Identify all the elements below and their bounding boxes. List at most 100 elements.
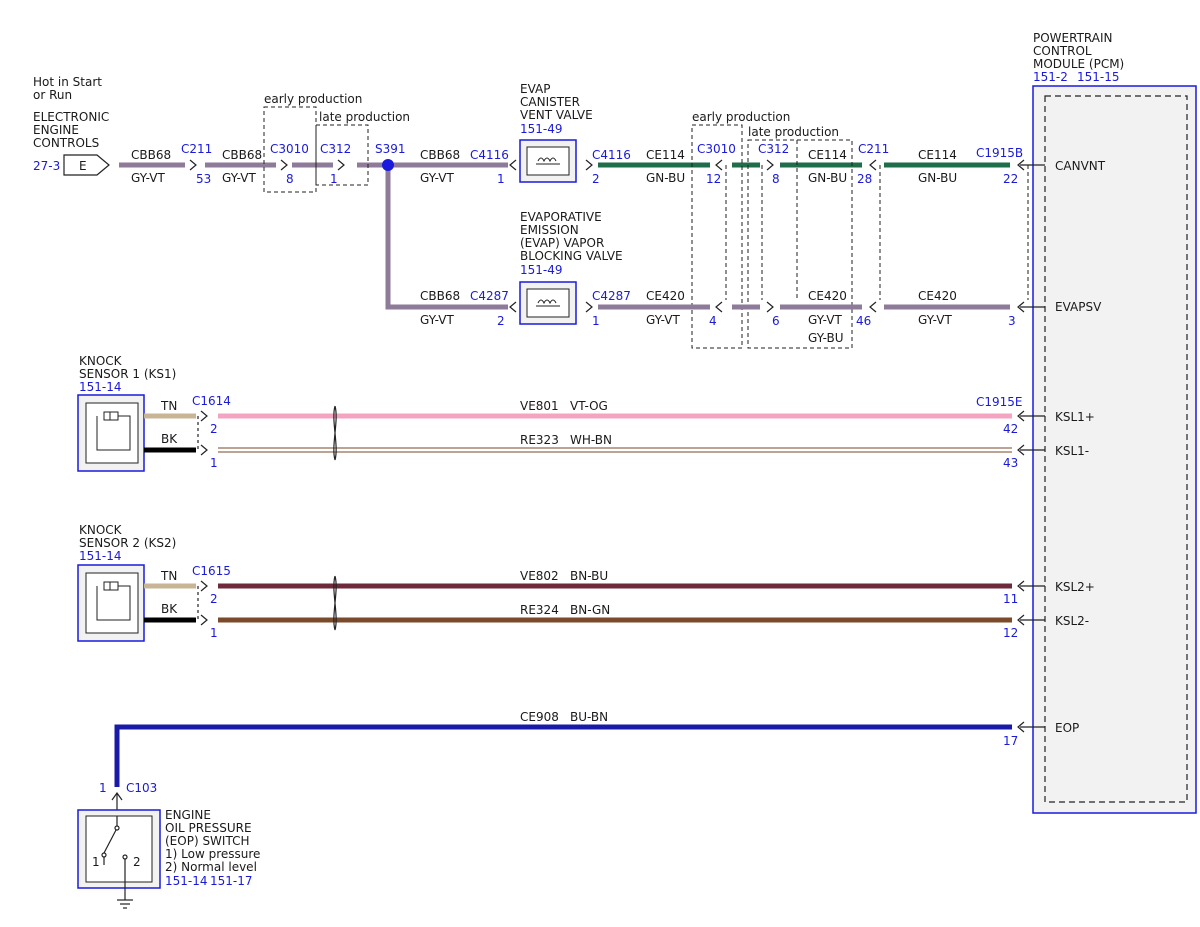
arrow-c211a: [189, 159, 197, 171]
arrow-c211-row2: [869, 301, 877, 313]
pcm-ref-1[interactable]: 151-2: [1033, 70, 1068, 84]
late-production-box-2: [747, 139, 853, 349]
connector-c1615[interactable]: C1615: [192, 564, 231, 578]
ks2-ref[interactable]: 151-14: [79, 549, 122, 563]
vent-valve-line2: CANISTER: [520, 95, 580, 109]
connector-c1614[interactable]: C1614: [192, 394, 231, 408]
pin-pcm-17: 17: [1003, 734, 1018, 748]
pin-c4116a: 1: [497, 172, 505, 186]
connector-c4116a[interactable]: C4116: [470, 148, 509, 162]
pcm-pin-evapsv: EVAPSV: [1055, 300, 1102, 314]
eop-line1: ENGINE: [165, 808, 211, 822]
blocking-valve-ref[interactable]: 151-49: [520, 263, 563, 277]
pin-c1915e-43: 43: [1003, 456, 1018, 470]
splice-s391[interactable]: S391: [375, 142, 406, 156]
wire-label-ve802: VE802: [520, 569, 559, 583]
vent-valve-ref[interactable]: 151-49: [520, 122, 563, 136]
arrow-ksl2m: [1017, 614, 1025, 626]
wire-label-ce908: CE908: [520, 710, 559, 724]
ks2-line2: SENSOR 2 (KS2): [79, 536, 176, 550]
pin-c103: 1: [99, 781, 107, 795]
twisted-pair-icon: [333, 405, 337, 461]
connector-c312[interactable]: C312: [320, 142, 351, 156]
wire-color-ce420-d: GY-VT: [918, 313, 952, 327]
wire-color-ce114-d: GN-BU: [646, 171, 685, 185]
pin-c312: 1: [330, 172, 338, 186]
eop-contact-1: 1: [92, 855, 100, 869]
knock-sensor-2: KNOCK SENSOR 2 (KS2) 151-14 TN BK C1615 …: [77, 523, 1018, 642]
wire-label-ve801: VE801: [520, 399, 559, 413]
pcm-pin-ksl1-minus: KSL1-: [1055, 444, 1089, 458]
pin-c1614-1: 1: [210, 456, 218, 470]
pcm-outer-box: [1032, 85, 1197, 814]
pcm-pin-arrows: [1017, 159, 1045, 733]
connector-c4287b[interactable]: C4287: [592, 289, 631, 303]
pcm-ref-2[interactable]: 151-15: [1077, 70, 1120, 84]
wire-color-cbb68-a: GY-VT: [131, 171, 165, 185]
connector-c1915e[interactable]: C1915E: [976, 395, 1023, 409]
blocking-valve-inner-box: [526, 288, 570, 318]
blocking-valve-line3: (EVAP) VAPOR: [520, 236, 604, 250]
arrow-ksl2p: [1017, 580, 1025, 592]
arrow-ksl1p: [1017, 410, 1025, 422]
arrow-c312: [337, 159, 345, 171]
ks1-line2: SENSOR 1 (KS1): [79, 367, 176, 381]
row2-wiring: CBB68 GY-VT CE420 GY-VT CE420 GY-VT GY-B…: [420, 210, 1016, 345]
eop-ref-2[interactable]: 151-17: [210, 874, 253, 888]
connector-c211a[interactable]: C211: [181, 142, 212, 156]
ks1-ref[interactable]: 151-14: [79, 380, 122, 394]
eop-line5: 2) Normal level: [165, 860, 257, 874]
eop-ref-1[interactable]: 151-14: [165, 874, 208, 888]
arrow-c3010: [280, 159, 288, 171]
ks2-bk-label: BK: [161, 602, 178, 616]
connector-c4116b[interactable]: C4116: [592, 148, 631, 162]
connector-c4287a[interactable]: C4287: [470, 289, 509, 303]
wire-label-cbb68-a: CBB68: [131, 148, 171, 162]
connector-c211b[interactable]: C211: [858, 142, 889, 156]
wire-label-re323: RE323: [520, 433, 559, 447]
connector-c312b[interactable]: C312: [758, 142, 789, 156]
pin-c1915b-row2: 3: [1008, 314, 1016, 328]
wire-color-ce908: BU-BN: [570, 710, 608, 724]
wire-color-ve801: VT-OG: [570, 399, 608, 413]
wire-label-ce420-d: CE420: [918, 289, 957, 303]
arrow-canvnt: [1017, 159, 1025, 171]
arrow-c4287b: [585, 301, 593, 313]
pin-c312b: 8: [772, 172, 780, 186]
ground-icon: [117, 899, 133, 909]
pin-pcm-12: 12: [1003, 626, 1018, 640]
eec-line1: Hot in Start: [33, 75, 102, 89]
pin-c211b: 28: [857, 172, 872, 186]
splice-s391-dot[interactable]: [382, 159, 394, 171]
wire-color-cbb68-c: GY-VT: [420, 171, 454, 185]
twisted-pair-icon: [333, 575, 337, 631]
blocking-valve-line2: EMISSION: [520, 223, 579, 237]
connector-c103[interactable]: C103: [126, 781, 157, 795]
pin-c312-row2: 6: [772, 314, 780, 328]
early-production-label-2: early production: [692, 110, 790, 124]
solenoid-icon: [536, 299, 560, 307]
wire-label-ce114-e: CE114: [808, 148, 847, 162]
connector-c1915b[interactable]: C1915B: [976, 146, 1023, 160]
wire-color-re324: BN-GN: [570, 603, 610, 617]
eec-ref[interactable]: 27-3: [33, 159, 60, 173]
pin-c211-row2: 46: [856, 314, 871, 328]
pin-c4287b: 1: [592, 314, 600, 328]
ks2-line1: KNOCK: [79, 523, 123, 537]
eec-line5: CONTROLS: [33, 136, 99, 150]
eop-switch-inner-box: [85, 815, 153, 883]
wire-color-ce114-e: GN-BU: [808, 171, 847, 185]
pin-c3010b: 12: [706, 172, 721, 186]
blocking-valve-line4: BLOCKING VALVE: [520, 249, 623, 263]
wire-color-ce420-c: GY-VT: [808, 313, 842, 327]
connector-c3010[interactable]: C3010: [270, 142, 309, 156]
connector-c3010b[interactable]: C3010: [697, 142, 736, 156]
pcm-title-line1: POWERTRAIN: [1033, 31, 1113, 45]
eec-line2: or Run: [33, 88, 72, 102]
wire-label-ce114-d: CE114: [646, 148, 685, 162]
arrow-c4116a: [509, 159, 517, 171]
arrow-c1614-2: [200, 410, 208, 422]
wire-ce908: [114, 724, 1012, 787]
arrow-c1615-1: [200, 614, 208, 626]
wire-label-ce114-f: CE114: [918, 148, 957, 162]
